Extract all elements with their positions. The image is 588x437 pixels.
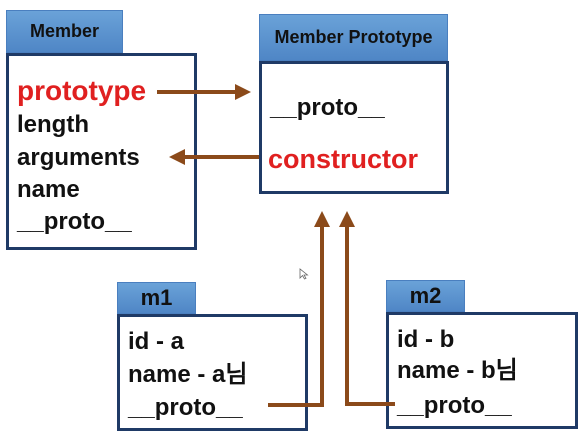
member-title-tab: Member <box>6 10 123 53</box>
m1-box: id - a name - a님 __proto__ <box>117 314 308 431</box>
m2-proto-label: __proto__ <box>397 392 512 419</box>
m1-title: m1 <box>140 285 173 310</box>
member-proto-label: __proto__ <box>17 208 132 235</box>
member-box: prototype length arguments name __proto_… <box>6 53 197 250</box>
member-prototype-proto-label: __proto__ <box>270 94 385 121</box>
member-prototype-constructor-label: constructor <box>268 144 419 174</box>
m1-proto-label: __proto__ <box>128 394 243 421</box>
m1-id-label: id - a <box>128 328 185 355</box>
m2-box: id - b name - b님 __proto__ <box>386 312 578 429</box>
member-name-label: name <box>17 176 80 203</box>
member-prototype-title-tab: Member Prototype <box>259 14 448 61</box>
m2-name-label: name - b님 <box>397 357 518 384</box>
m2-title-tab: m2 <box>386 280 465 312</box>
m2-id-label: id - b <box>397 326 455 353</box>
mouse-cursor-icon <box>299 268 309 280</box>
member-prototype-label: prototype <box>17 75 147 106</box>
m1-name-label: name - a님 <box>128 361 248 388</box>
member-arguments-label: arguments <box>17 144 140 171</box>
member-prototype-box: __proto__ constructor <box>259 61 449 194</box>
member-length-label: length <box>17 111 89 138</box>
m2-title: m2 <box>409 283 442 308</box>
member-prototype-title: Member Prototype <box>274 27 433 47</box>
m1-title-tab: m1 <box>117 282 196 314</box>
member-title: Member <box>29 21 100 41</box>
